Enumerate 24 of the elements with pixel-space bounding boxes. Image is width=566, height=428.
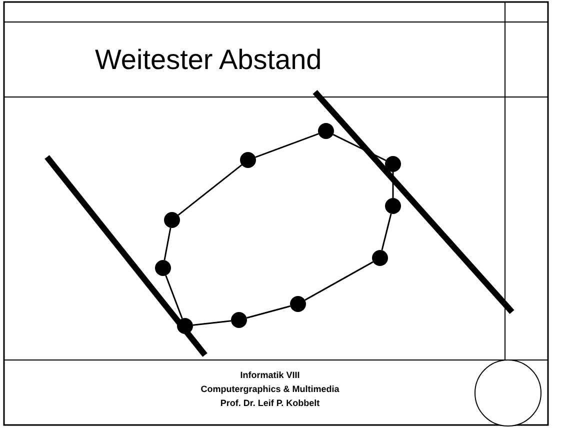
hull-edge — [165, 275, 183, 319]
point-dot — [385, 198, 401, 214]
hull-edge — [304, 261, 374, 301]
hull-edge — [246, 305, 290, 319]
hull-edge — [392, 172, 394, 198]
point-dot — [290, 296, 306, 312]
hull-edge — [332, 134, 386, 162]
hull-edge — [192, 320, 232, 326]
point-dot — [164, 212, 180, 228]
point-dot — [372, 250, 388, 266]
slide-title: Weitester Abstand — [95, 44, 322, 76]
point-dot — [231, 312, 247, 328]
point-dot — [155, 260, 171, 276]
hull-edge — [178, 164, 242, 216]
point-dot — [240, 152, 256, 168]
footer-text: Computergraphics & Multimedia — [200, 384, 340, 395]
footer-text: Prof. Dr. Leif P. Kobbelt — [219, 398, 321, 409]
hull-edge — [164, 228, 172, 260]
hull-edge — [381, 214, 392, 250]
point-dot — [385, 156, 401, 172]
point-dot — [318, 123, 334, 139]
point-dot — [177, 318, 193, 334]
footer-text: Informatik VIII — [239, 370, 301, 381]
hull-edge — [255, 133, 319, 158]
